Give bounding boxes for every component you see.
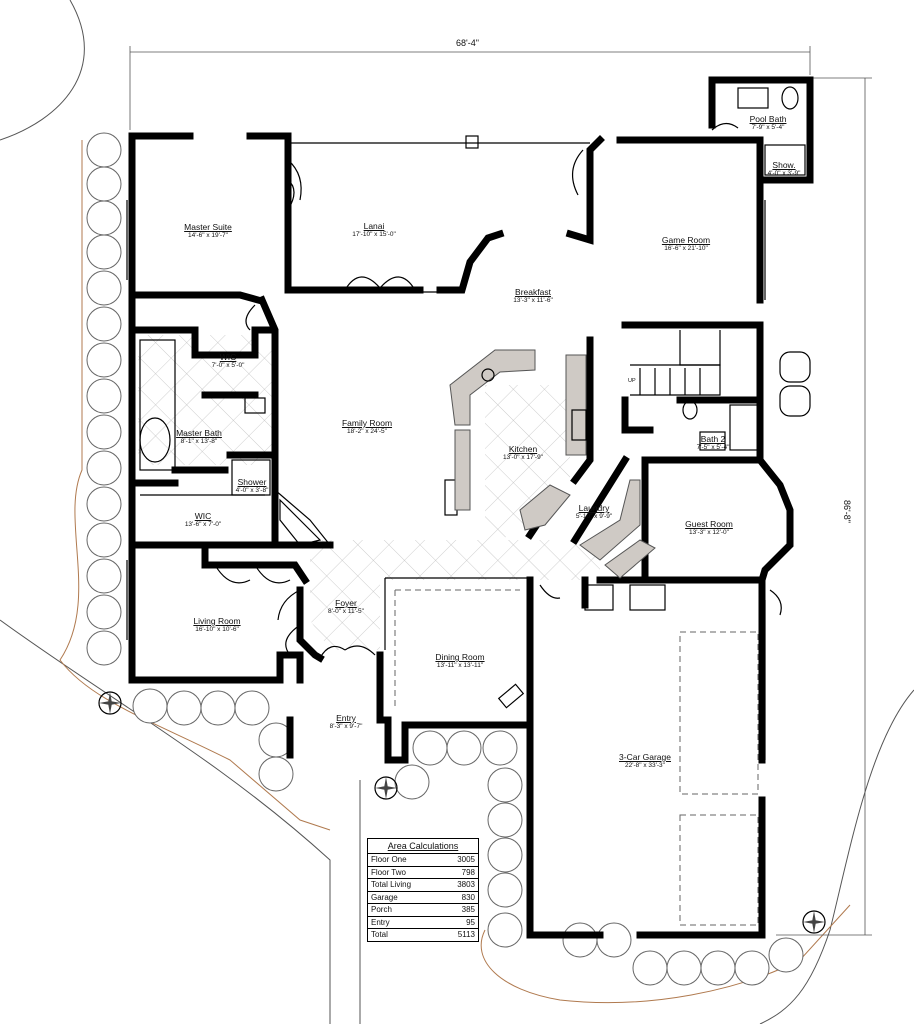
table-row: Entry 95 — [368, 917, 478, 929]
room-master-suite: Master Suite 14'-6" x 19'-7" — [184, 222, 232, 240]
room-bath-2: Bath 2 7'-5" x 5'-4" — [697, 434, 730, 452]
room-name: Shower — [237, 477, 267, 487]
room-dims: 18'-2" x 24'-5" — [347, 428, 387, 435]
room-name: WIC — [194, 511, 212, 521]
room-family-room: Family Room 18'-2" x 24'-5" — [342, 418, 392, 436]
row-label: Floor One — [371, 855, 407, 864]
room-lanai: Lanai 17'-10" x 15'-0" — [352, 221, 396, 239]
exterior-walls — [128, 76, 814, 939]
room-dining-room: Dining Room 13'-11" x 13'-11" — [435, 652, 484, 670]
row-value: 3803 — [457, 880, 475, 889]
row-label: Floor Two — [371, 867, 406, 877]
interior-walls — [128, 291, 766, 724]
overall-width-dimension: 68'-4" — [456, 38, 479, 48]
room-kitchen: Kitchen 13'-0" x 17'-9" — [503, 444, 543, 462]
table-row: Total Living 3803 — [368, 879, 478, 892]
room-dims: 8'-3" x 9'-7" — [329, 723, 363, 730]
row-value: 3005 — [457, 855, 475, 864]
room-laundry: Laundry 5'-10" x 9'-9" — [576, 503, 612, 521]
area-calculations-title: Area Calculations — [368, 839, 478, 854]
room-name: WIC — [219, 352, 237, 362]
landscape-shrubs — [86, 132, 804, 986]
table-row: Floor Two 798 — [368, 867, 478, 879]
kitchen-counters — [449, 349, 656, 579]
room-foyer: Foyer 8'-0" x 11'-5" — [328, 598, 364, 616]
room-living-room: Living Room 16'-10" x 10'-6" — [193, 616, 240, 634]
row-value: 830 — [461, 892, 475, 902]
row-value: 5113 — [457, 930, 475, 939]
room-name: Living Room — [193, 616, 241, 626]
row-value: 95 — [466, 917, 475, 927]
room-dims: 16'-6" x 21'-10" — [664, 245, 708, 252]
overall-depth-dimension: 86'-8" — [842, 500, 852, 523]
room-dims: 13'-6" x 7'-0" — [184, 521, 222, 528]
table-row: Total 5113 — [368, 929, 478, 941]
room-dims: 13'-0" x 17'-9" — [503, 454, 543, 461]
room-name: Bath 2 — [700, 434, 726, 444]
stair-up-label: UP — [628, 378, 636, 384]
room-name: Breakfast — [515, 287, 551, 297]
room-name: Entry — [336, 713, 356, 723]
area-calculations-table: Area Calculations Floor One 3005 Floor Tw… — [367, 838, 479, 942]
room-shower-pool: Show. 4'-0" x 3'-9" — [768, 160, 801, 178]
room-dims: 13'-11" x 13'-11" — [436, 662, 484, 669]
room-breakfast: Breakfast 13'-3" x 11'-6" — [513, 287, 553, 305]
room-name: Dining Room — [435, 652, 485, 662]
room-name: Family Room — [341, 418, 393, 428]
room-name: Lanai — [363, 221, 385, 231]
row-label: Total — [371, 930, 388, 939]
room-dims: 7'-5" x 5'-4" — [696, 444, 730, 451]
row-label: Porch — [371, 905, 392, 914]
plan-details — [126, 86, 811, 926]
row-label: Total Living — [371, 880, 412, 889]
room-name: Pool Bath — [749, 114, 787, 124]
room-pool-bath: Pool Bath 7'-9" x 5'-4" — [750, 114, 787, 132]
room-name: Kitchen — [508, 444, 538, 454]
room-wic-master: WIC 7'-0" x 5'-0" — [212, 352, 245, 370]
compass-rose-icons — [98, 691, 826, 934]
room-name: Foyer — [335, 598, 357, 608]
room-name: Game Room — [661, 235, 711, 245]
row-value: 385 — [461, 905, 475, 914]
mudroom-closets — [584, 584, 666, 611]
row-label: Entry — [371, 917, 390, 927]
room-dims: 14'-6" x 19'-7" — [188, 232, 228, 239]
table-row: Floor One 3005 — [368, 854, 478, 867]
room-dims: 7'-0" x 5'-0" — [211, 362, 245, 369]
room-dims: 13'-3" x 11'-6" — [513, 297, 553, 304]
row-value: 798 — [461, 867, 475, 877]
room-shower-master: Shower 4'-0" x 3'-8" — [236, 477, 269, 495]
table-row: Garage 830 — [368, 892, 478, 904]
dimension-lines — [129, 46, 872, 936]
room-dims: 17'-10" x 15'-0" — [352, 231, 396, 238]
room-dims: 5'-10" x 9'-9" — [575, 513, 613, 520]
table-row: Porch 385 — [368, 904, 478, 917]
room-dims: 13'-3" x 12'-0" — [689, 529, 729, 536]
room-3-car-garage: 3-Car Garage 22'-8" x 33'-3" — [619, 752, 671, 770]
room-dims: 4'-0" x 3'-9" — [767, 170, 801, 177]
room-game-room: Game Room 16'-6" x 21'-10" — [662, 235, 710, 253]
room-dims: 7'-9" x 5'-4" — [751, 124, 785, 131]
room-master-bath: Master Bath 8'-1" x 13'-8" — [176, 428, 222, 446]
room-dims: 4'-0" x 3'-8" — [235, 487, 269, 494]
room-guest-room: Guest Room 13'-3" x 12'-0" — [685, 519, 733, 537]
room-dims: 22'-8" x 33'-3" — [625, 762, 665, 769]
room-name: Master Bath — [176, 428, 222, 438]
room-name: Show. — [772, 160, 796, 170]
room-dims: 16'-10" x 10'-6" — [195, 626, 239, 633]
room-dims: 8'-0" x 11'-5" — [328, 608, 364, 615]
room-wic-large: WIC 13'-6" x 7'-0" — [185, 511, 221, 529]
room-name: 3-Car Garage — [619, 752, 671, 762]
room-name: Guest Room — [685, 519, 733, 529]
room-name: Laundry — [578, 503, 610, 513]
room-name: Master Suite — [184, 222, 232, 232]
row-label: Garage — [371, 892, 398, 902]
room-dims: 8'-1" x 13'-8" — [180, 438, 218, 445]
room-entry: Entry 8'-3" x 9'-7" — [330, 713, 363, 731]
